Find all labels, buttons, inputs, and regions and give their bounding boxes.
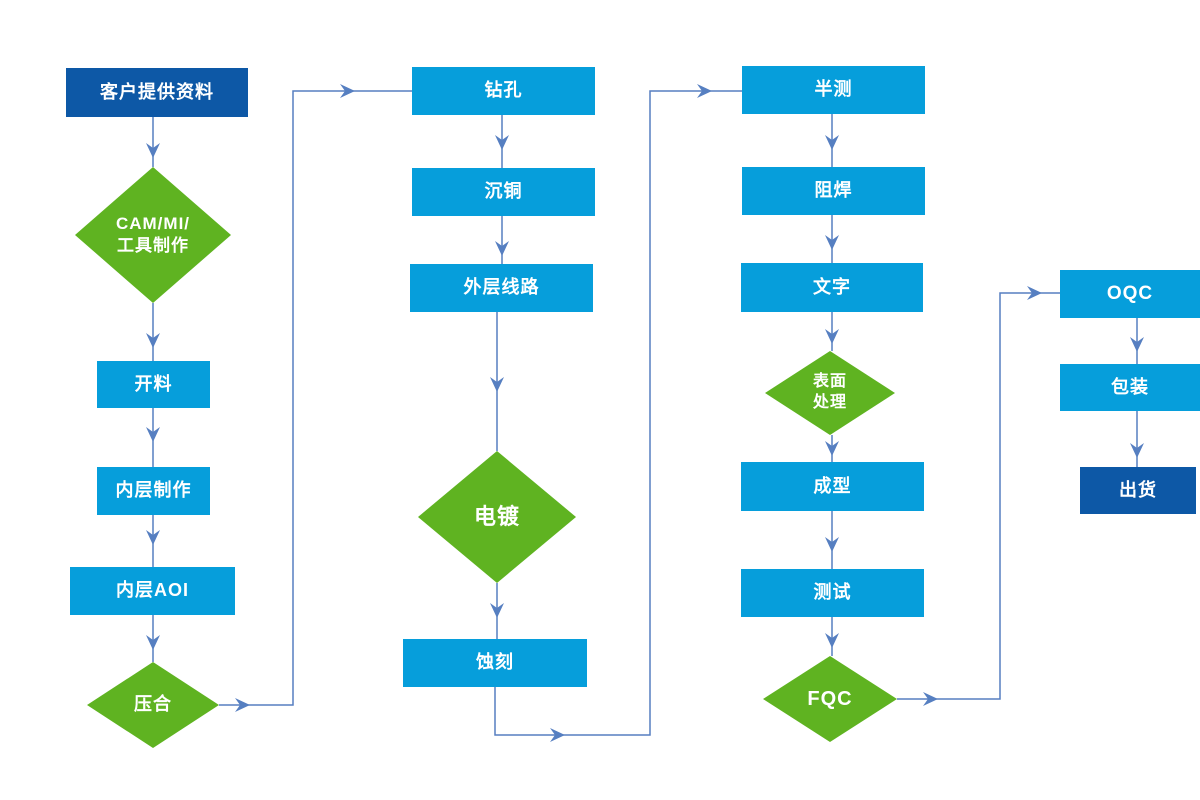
node-label-line2: 处理 <box>812 394 847 411</box>
arrowhead-down-icon <box>825 441 839 456</box>
node-label: 内层AOI <box>115 580 189 601</box>
arrowhead-down-icon <box>146 635 160 650</box>
edge-fqc-to-oqc <box>897 292 1060 700</box>
arrowhead-down-icon <box>146 530 160 545</box>
node-copper-deposition: 沉铜 <box>412 168 595 216</box>
node-label: OQC <box>1106 282 1154 304</box>
node-oqc: OQC <box>1060 270 1200 318</box>
arrowhead-down-icon <box>825 537 839 552</box>
arrowhead-right-icon <box>697 84 712 98</box>
node-label: 成型 <box>813 475 852 496</box>
node-drilling: 钻孔 <box>412 67 595 115</box>
node-cutting: 开料 <box>97 361 210 408</box>
node-shipping: 出货 <box>1080 467 1196 514</box>
arrowhead-down-icon <box>1130 443 1144 458</box>
node-label: 文字 <box>813 276 851 297</box>
node-label: 钻孔 <box>484 80 523 101</box>
node-label-line2: 工具制作 <box>117 236 189 255</box>
arrowhead-down-icon <box>146 143 160 158</box>
node-etching: 蚀刻 <box>403 639 587 687</box>
arrowhead-down-icon <box>825 329 839 344</box>
arrowhead-down-icon <box>1130 337 1144 352</box>
arrowhead-right-icon <box>923 692 938 706</box>
node-label: 电镀 <box>473 503 520 529</box>
node-packaging: 包装 <box>1060 364 1200 411</box>
arrowhead-down-icon <box>825 235 839 250</box>
arrowhead-down-icon <box>146 333 160 348</box>
node-label: 蚀刻 <box>476 652 514 673</box>
node-inner-aoi: 内层AOI <box>70 567 235 615</box>
node-label: 沉铜 <box>484 181 523 202</box>
node-label: 客户提供资料 <box>100 81 214 102</box>
node-half-test: 半测 <box>742 66 925 114</box>
node-label: 包装 <box>1111 376 1149 397</box>
node-label: 外层线路 <box>463 277 540 298</box>
node-customer-data: 客户提供资料 <box>66 68 248 117</box>
node-label: FQC <box>807 688 853 710</box>
edge-lamination-to-drilling <box>219 90 412 706</box>
node-label-line1: CAM/MI/ <box>115 213 191 233</box>
node-label: 压合 <box>134 694 172 715</box>
node-inner-layer-fab: 内层制作 <box>97 467 210 515</box>
node-label: 内层制作 <box>115 480 192 501</box>
arrowhead-down-icon <box>825 633 839 648</box>
node-label: 测试 <box>813 582 852 603</box>
arrowhead-down-icon <box>495 135 509 150</box>
arrowhead-right-icon <box>235 698 250 712</box>
node-label-line1: 表面 <box>812 373 847 391</box>
node-label: 阻焊 <box>814 180 853 201</box>
arrowhead-down-icon <box>490 377 504 392</box>
arrowhead-right-icon <box>550 728 565 742</box>
node-solder-mask: 阻焊 <box>742 167 925 215</box>
node-label: 出货 <box>1119 479 1157 500</box>
node-silkscreen-text: 文字 <box>741 263 923 312</box>
node-testing: 测试 <box>741 569 924 617</box>
edge-etching-to-halftest <box>494 90 742 736</box>
node-label: 半测 <box>814 79 853 100</box>
arrowhead-down-icon <box>146 427 160 442</box>
arrowhead-right-icon <box>1027 286 1042 300</box>
node-outer-layer-circuit: 外层线路 <box>410 264 593 312</box>
arrowhead-down-icon <box>495 241 509 256</box>
arrowhead-right-icon <box>340 84 355 98</box>
node-forming: 成型 <box>741 462 924 511</box>
node-label: 开料 <box>134 373 173 394</box>
arrowhead-down-icon <box>825 135 839 150</box>
arrowhead-down-icon <box>490 603 504 618</box>
